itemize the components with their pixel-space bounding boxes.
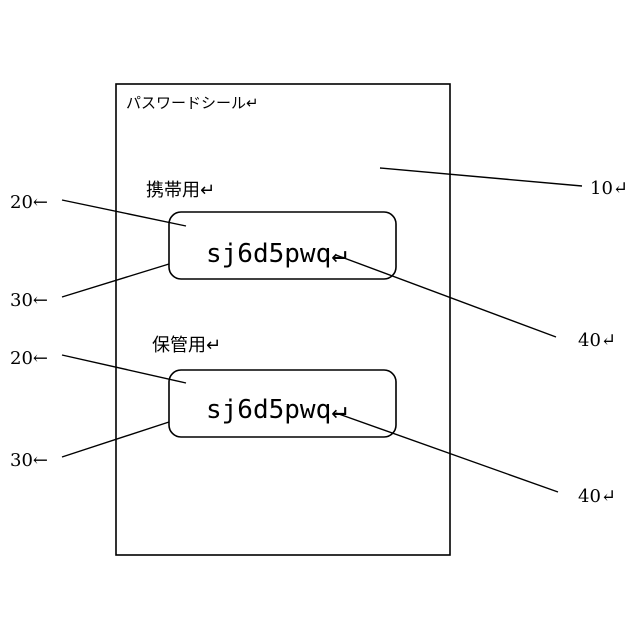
ref-label-40-bottom: 40↵ [578, 486, 616, 507]
ref-label-20-bottom: 20← [10, 348, 48, 369]
password-sheet [116, 84, 450, 555]
leader-line-20-top [62, 200, 186, 226]
leader-line-40-bottom [336, 413, 558, 492]
leader-line-10 [380, 168, 582, 186]
leader-lines [62, 168, 582, 492]
leader-line-40-top [336, 255, 556, 337]
sheet-title: パスワードシール↵ [126, 94, 259, 112]
section-label-mobile: 携帯用↵ [146, 180, 215, 201]
section-label-storage: 保管用↵ [152, 335, 221, 356]
ref-label-30-bottom: 30← [10, 450, 48, 471]
ref-label-10: 10↵ [590, 178, 628, 199]
ref-label-30-top: 30← [10, 290, 48, 311]
leader-line-20-bottom [62, 355, 186, 383]
password-text-storage: sj6d5pwq↵ [206, 395, 347, 425]
ref-label-20-top: 20← [10, 192, 48, 213]
password-text-mobile: sj6d5pwq↵ [206, 239, 347, 269]
ref-label-40-top: 40↵ [578, 330, 616, 351]
